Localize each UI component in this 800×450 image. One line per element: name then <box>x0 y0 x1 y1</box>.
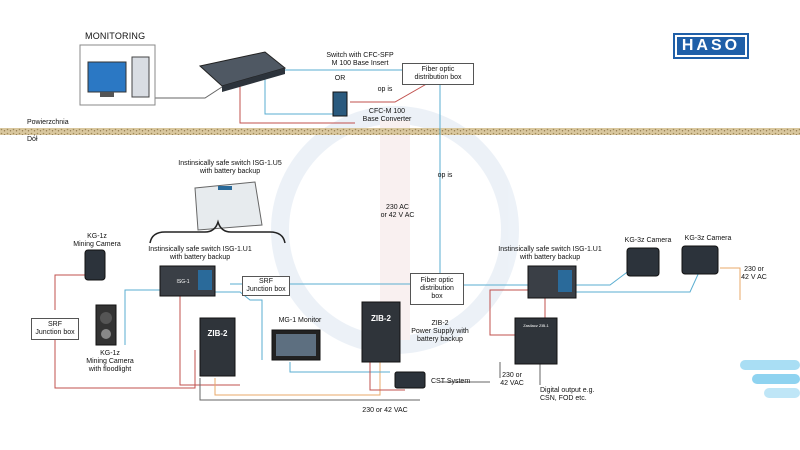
monitor-icon <box>271 329 321 361</box>
connection-lines <box>54 69 741 401</box>
op-is-mid-label: op is <box>437 172 453 179</box>
zib2-psu-label: ZIB-2 Power Supply with battery backup <box>411 320 469 343</box>
underground-label: Dół <box>27 136 38 143</box>
haso-logo: HASO <box>673 33 749 59</box>
dome-camera-1-icon <box>626 247 660 277</box>
floodlight-camera-icon <box>95 304 117 346</box>
mining-camera-icon <box>84 249 106 281</box>
isg-u5-label: Instinsically safe switch ISG-1.U5 with … <box>178 160 282 175</box>
mg1-label: MG-1 Monitor <box>278 317 322 324</box>
zib1-device-text: Zasilacz ZIB-1 <box>523 323 549 328</box>
kg3z-1-label: KG-3z Camera <box>624 237 672 244</box>
power-supply-left-icon <box>199 317 236 377</box>
dome-camera-2-icon <box>681 245 719 275</box>
op-is-top-label: op is <box>377 86 393 93</box>
accent-bars <box>740 360 800 398</box>
power-supply-mid-icon <box>361 301 401 363</box>
isg-switch-right-icon <box>527 265 577 299</box>
isg-u1-left-label: Instinsically safe switch ISG-1.U1 with … <box>148 246 252 261</box>
switch-label: Switch with CFC-SFP M 100 Base Insert <box>326 52 394 67</box>
digital-output-label: Digital output e.g. CSN, FOD etc. <box>540 387 595 402</box>
isg-u5-switch-icon <box>194 181 263 231</box>
network-switch-icon <box>198 51 287 92</box>
ground-band <box>0 128 800 135</box>
kg1z-flood-label: KG-1z Mining Camera with floodlight <box>86 350 134 373</box>
kg1z-top-label: KG-1z Mining Camera <box>73 233 121 248</box>
srf-junction-mid: SRF Junction box <box>242 276 290 296</box>
zib2-left-device-text: ZIB-2 <box>207 329 228 338</box>
fiber-box-top: Fiber optic distribution box <box>402 63 474 85</box>
converter-label: CFC-M 100 Base Converter <box>362 108 412 123</box>
or-label: OR <box>334 75 346 82</box>
kg3z-2-label: KG-3z Camera <box>684 235 732 242</box>
power-right-label: 230 or 42 V AC <box>741 266 767 281</box>
media-converter-icon <box>332 91 348 117</box>
power-bottom-label: 230 or 42 VAC <box>362 407 408 414</box>
isg-switch-left-icon <box>159 265 216 297</box>
zib2-mid-device-text: ZIB-2 <box>371 314 391 323</box>
cst-label: CST System <box>431 378 471 385</box>
cst-device-icon <box>394 371 426 389</box>
page-title: MONITORING <box>85 31 146 41</box>
surface-label: Powierzchnia <box>27 119 69 126</box>
brace <box>149 219 286 244</box>
computer-icon <box>79 44 156 106</box>
power-supply-right-icon <box>514 317 558 365</box>
isg1-device-text: ISG-1 <box>176 279 190 285</box>
isg-u1-right-label: Instinsically safe switch ISG-1.U1 with … <box>498 246 602 261</box>
fiber-box-mid: Fiber optic distribution box <box>410 273 464 305</box>
power-mid-label: 230 AC or 42 V AC <box>380 204 415 219</box>
srf-junction-left: SRF Junction box <box>31 318 79 340</box>
power-right-low-label: 230 or 42 VAC <box>500 372 524 387</box>
